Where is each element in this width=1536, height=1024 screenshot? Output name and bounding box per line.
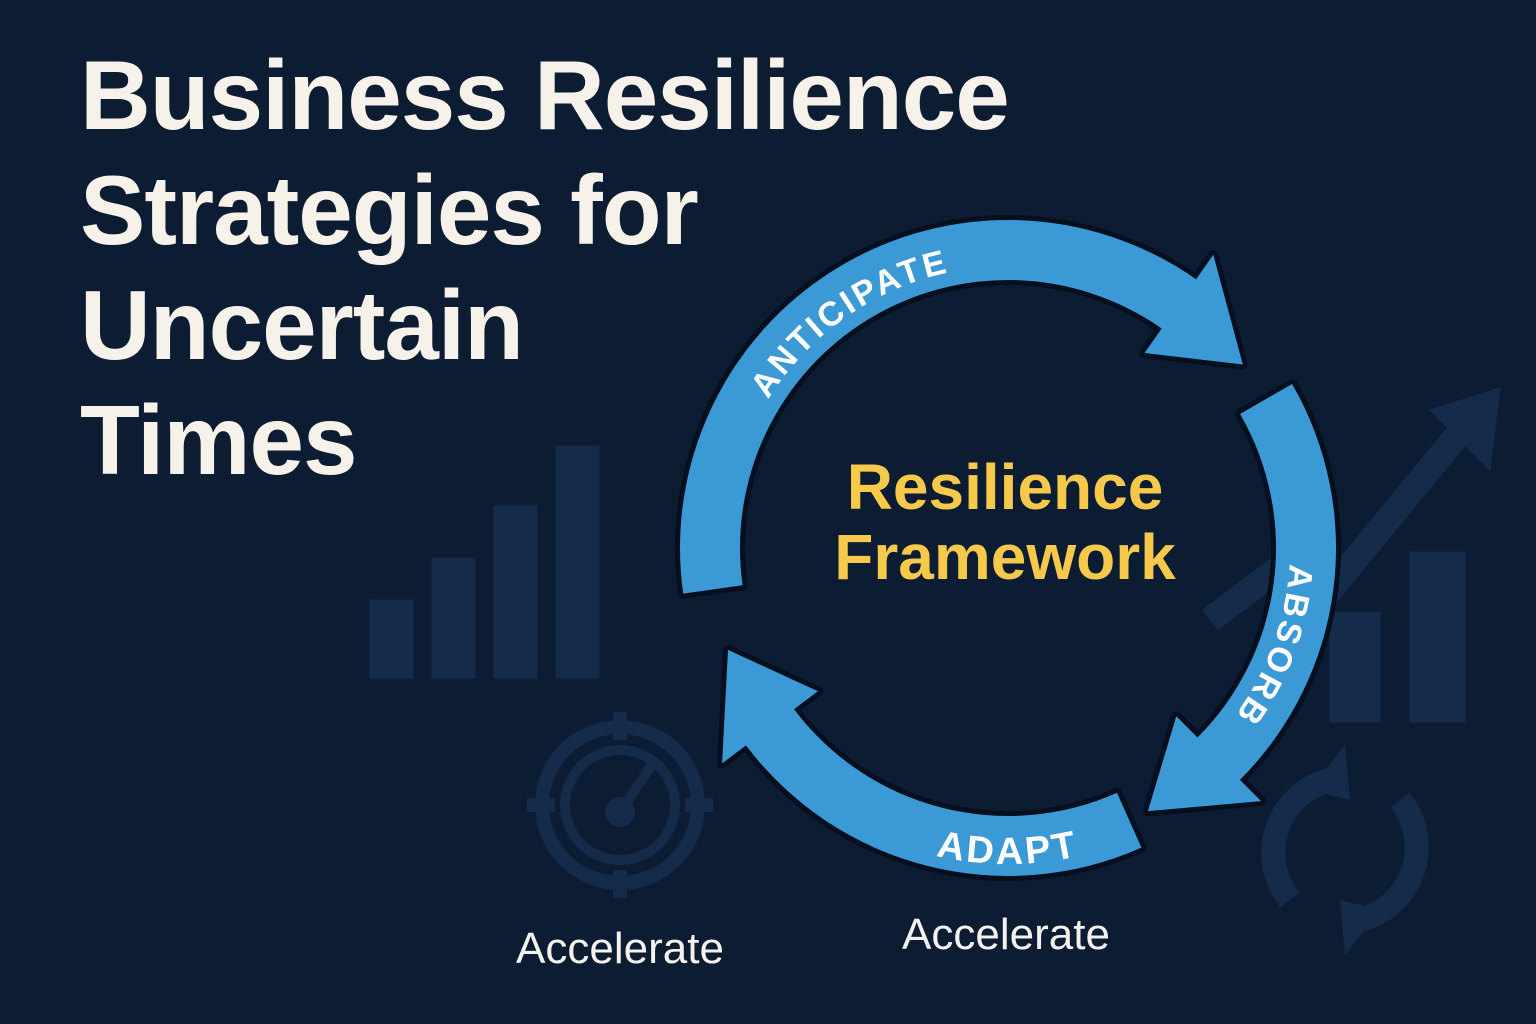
title-line: Times bbox=[80, 385, 357, 495]
decorative-background bbox=[369, 387, 1501, 955]
stage-label-adapt: ADAPT bbox=[934, 823, 1082, 873]
refresh-icon bbox=[1261, 745, 1429, 955]
page-title: Business Resilience Strategies for Uncer… bbox=[80, 38, 1010, 498]
accelerate-label: Accelerate bbox=[516, 924, 724, 973]
framework-title-line: Framework bbox=[834, 521, 1176, 593]
title-line: Uncertain bbox=[80, 270, 524, 380]
framework-title-line: Resilience bbox=[846, 451, 1164, 523]
accelerate-label: Accelerate bbox=[902, 910, 1110, 959]
cycle-arrow-icon bbox=[680, 220, 1243, 594]
resilience-cycle bbox=[675, 215, 1341, 881]
bar-chart-icon bbox=[369, 445, 600, 679]
framework-title: Resilience Framework bbox=[800, 452, 1210, 592]
gauge-icon bbox=[527, 712, 713, 898]
title-line: Strategies for bbox=[80, 155, 699, 265]
cycle-arrow-icon bbox=[1147, 384, 1337, 812]
title-line: Business Resilience bbox=[80, 40, 1010, 150]
cycle-arrow-icon bbox=[722, 649, 1142, 876]
